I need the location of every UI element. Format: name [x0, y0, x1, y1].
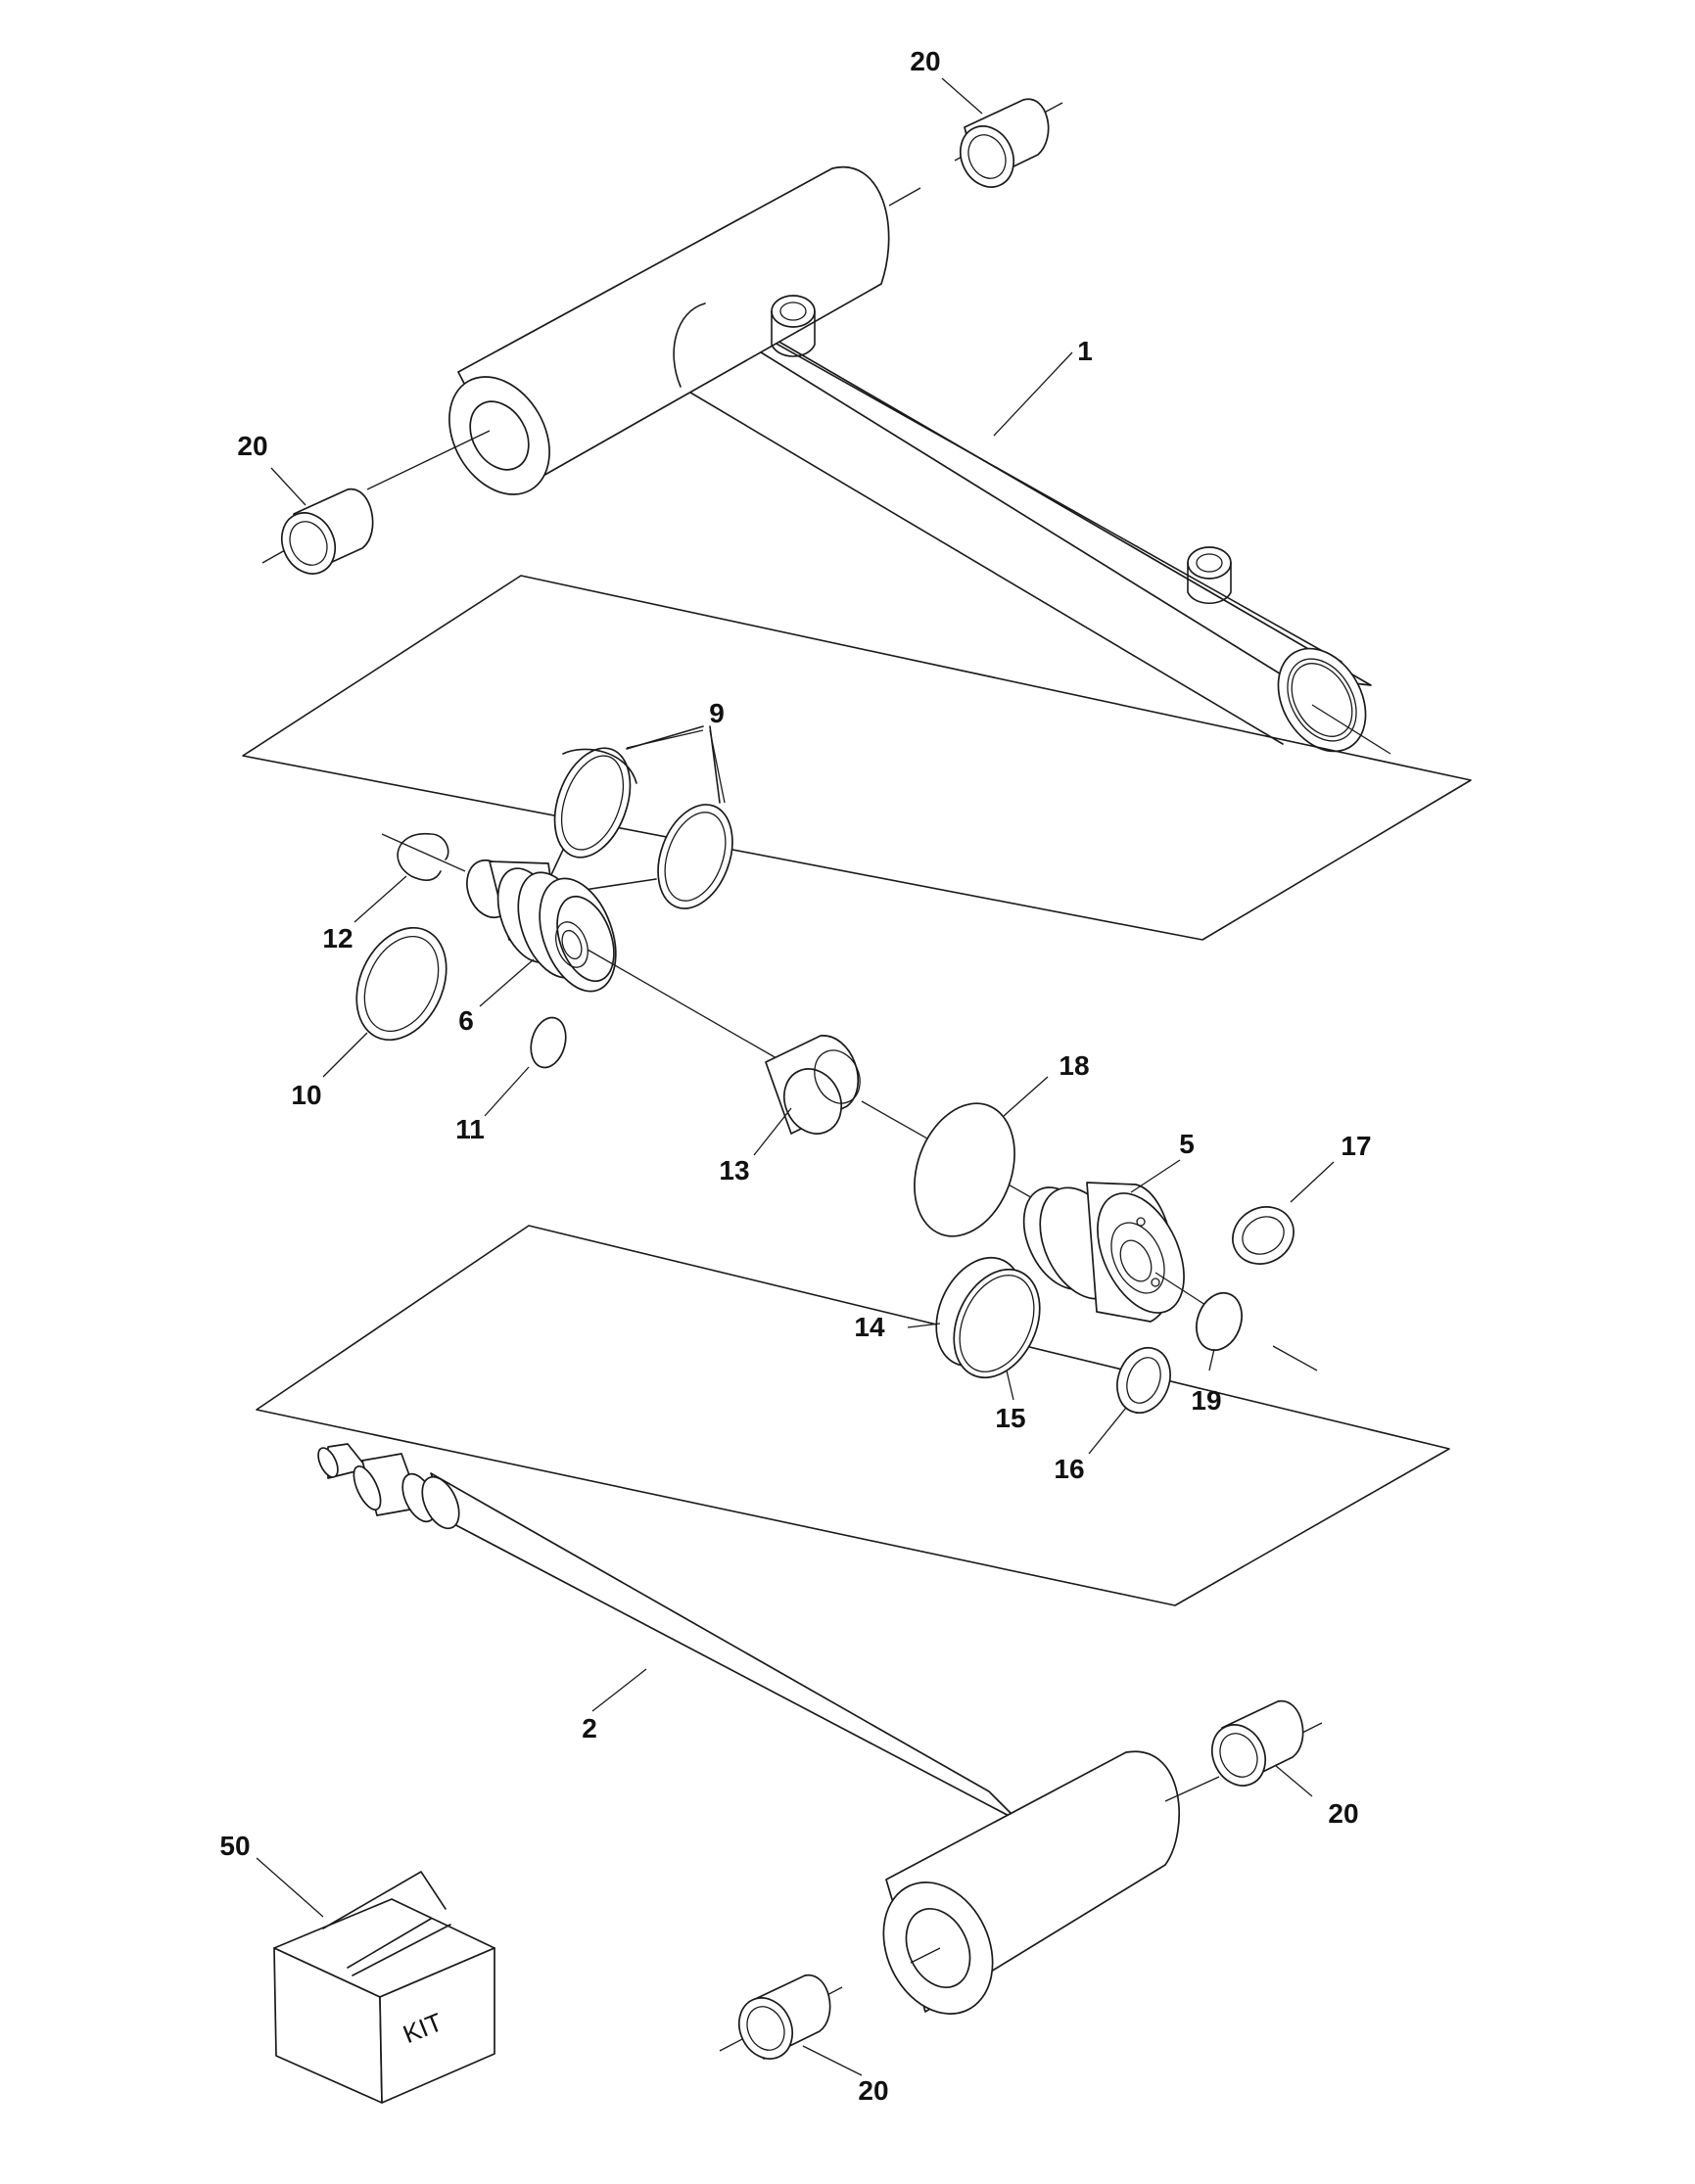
bushing-20-rod-right [1210, 1700, 1304, 1787]
o-ring-18 [914, 1102, 1015, 1237]
bushing-20-top [959, 98, 1050, 188]
callout-20-top: 20 [910, 46, 940, 76]
callout-9: 9 [709, 698, 725, 728]
ring-9-upper [553, 747, 637, 859]
wear-ring-10 [355, 926, 447, 1042]
callout-20-left: 20 [237, 431, 267, 461]
callout-10: 10 [291, 1080, 321, 1110]
piston-6 [466, 859, 617, 993]
callout-14: 14 [854, 1312, 885, 1342]
callout-19: 19 [1191, 1385, 1221, 1416]
callout-17: 17 [1341, 1131, 1371, 1161]
callout-6: 6 [458, 1005, 474, 1036]
kit-box-50: KIT [273, 1871, 495, 2104]
ring-15 [953, 1268, 1041, 1379]
spacer-13 [765, 1035, 861, 1135]
callout-16: 16 [1054, 1454, 1084, 1484]
bushing-20-left [280, 488, 374, 575]
callout-18: 18 [1059, 1050, 1089, 1081]
callout-20-rod-left: 20 [858, 2075, 888, 2106]
callout-50: 50 [219, 1831, 250, 1861]
o-ring-11 [530, 1016, 567, 1069]
callout-11: 11 [455, 1114, 485, 1144]
callout-5: 5 [1179, 1129, 1195, 1159]
seal-16 [1116, 1346, 1171, 1415]
head-5 [1022, 1182, 1185, 1323]
retaining-ring-12 [397, 833, 449, 881]
callout-1: 1 [1077, 336, 1093, 366]
callout-15: 15 [995, 1403, 1025, 1433]
rod-part-2 [317, 1443, 1181, 2015]
callout-20-rod-right: 20 [1328, 1798, 1358, 1829]
callout-13: 13 [719, 1155, 749, 1185]
bushing-20-rod-left [737, 1975, 831, 2060]
callout-labels: 20 1 20 9 12 6 10 11 18 13 5 17 14 15 19… [219, 46, 1371, 2106]
leader-lines [256, 77, 1335, 2076]
barrel-part-1 [448, 165, 1372, 753]
seal-17 [1232, 1206, 1295, 1265]
callout-12: 12 [322, 923, 353, 953]
callout-2: 2 [582, 1713, 597, 1743]
ring-9-lower [657, 804, 733, 909]
ring-19 [1196, 1291, 1243, 1352]
